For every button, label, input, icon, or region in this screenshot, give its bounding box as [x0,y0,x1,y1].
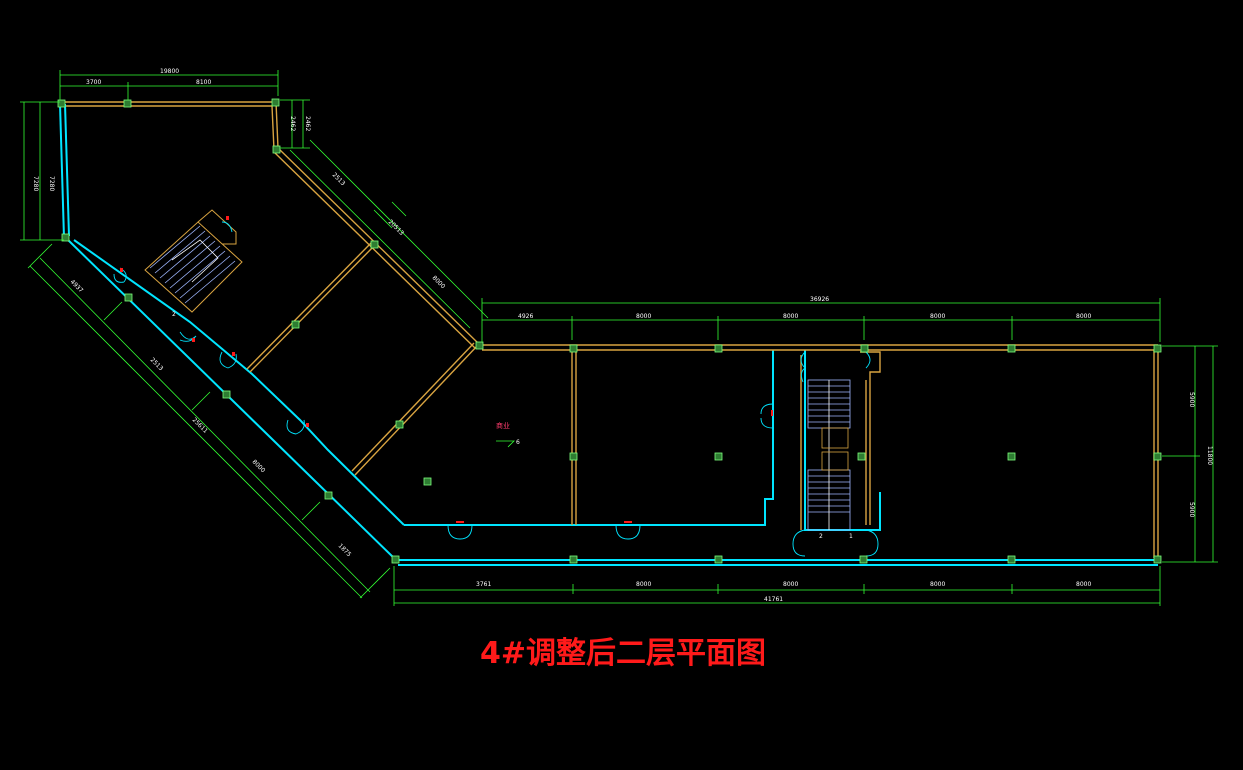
partition-a [249,244,376,373]
dim-diag-lower-seg-1: 4937 [69,278,85,294]
stair-nw-outline [144,221,243,313]
west-wall-inner [64,103,70,237]
door-9 [865,529,879,557]
dim-bottom-total: 41761 [764,596,783,603]
dim-top-left-seg-2: 8100 [196,79,211,86]
stair-nw-room [197,209,237,245]
dim-bottom-seg-4: 8000 [930,581,945,588]
dim-left-height-inner: 7280 [48,176,55,191]
door-12 [221,221,233,233]
dim-right-top-seg-2: 8000 [636,313,651,320]
room-marker: 6 [516,439,520,446]
dim-diag-upper-8000: 8000 [431,274,447,290]
dim-bottom-seg-1: 3761 [476,581,491,588]
stair-nw-handrail [171,239,219,283]
dimension-lines [20,70,1218,606]
dim-right-top-seg-1: 4926 [518,313,533,320]
stair-label-bottom-left: 2 [819,533,823,540]
stair-core-walls [804,350,881,531]
door-10 [800,351,806,383]
partition-b2 [351,342,475,472]
stair-label-bottom-right: 1 [849,533,853,540]
southwest-diagonal-wall [65,237,397,561]
dim-right-top-seg-5: 8000 [1076,313,1091,320]
northeast-diagonal-wall [277,147,481,346]
dim-top-left-seg-1: 3700 [86,79,101,86]
columns [57,98,1162,564]
dim-bottom-seg-5: 8000 [1076,581,1091,588]
door-5 [447,524,473,540]
red-markers [120,216,773,523]
stair-east-core [807,379,851,531]
drawing-title: 4#调整后二层平面图 [480,636,767,671]
dim-right-top-seg-3: 8000 [783,313,798,320]
dim-diag-upper-total: 20513 [387,218,406,237]
doors [113,221,879,557]
dim-right-side-top: 5900 [1188,392,1195,407]
room-label: 商业 [496,421,510,430]
door-8 [792,529,806,557]
dim-right-side-bottom: 5900 [1188,502,1195,517]
door-2 [179,331,197,342]
outer-walls [59,103,1158,566]
northeast-diagonal-wall-inner [273,151,476,349]
north-wall [62,101,279,149]
dim-diag-lower-seg-3: 1875 [337,542,353,558]
dim-right-top-seg-4: 8000 [930,313,945,320]
stair-label-top: 2 [172,311,176,318]
door-11 [865,351,871,369]
room-marker-line [496,440,515,448]
north-wall-inner [66,105,275,151]
dim-right-side-total: 11800 [1206,446,1213,465]
dim-right-top-total: 36926 [810,296,829,303]
dim-bottom-seg-2: 8000 [636,581,651,588]
west-wall [59,103,65,239]
door-7 [760,403,774,429]
room-annotation: 商业 6 2 2 1 [172,311,853,540]
dim-top-left-total: 19800 [160,68,179,75]
partition-b [354,344,479,476]
partition-a2 [246,241,373,370]
dim-left-height-outer: 7280 [32,176,39,191]
southwest-diagonal-wall-inner [73,239,405,526]
core-upper [860,351,881,380]
stair-northwest [144,209,243,313]
dimension-labels: 19800 3700 8100 7280 7280 2462 2462 2513… [32,68,1213,603]
door-4 [286,419,305,435]
dim-small-right-outer: 2462 [289,116,296,131]
door-3 [219,351,237,369]
door-6 [615,524,641,540]
dim-bottom-seg-3: 8000 [783,581,798,588]
dim-diag-lower-8000: 8000 [251,458,267,474]
dim-small-right-inner: 2462 [304,116,311,131]
inner-south-wall [404,350,774,526]
partition-walls [62,101,1159,560]
